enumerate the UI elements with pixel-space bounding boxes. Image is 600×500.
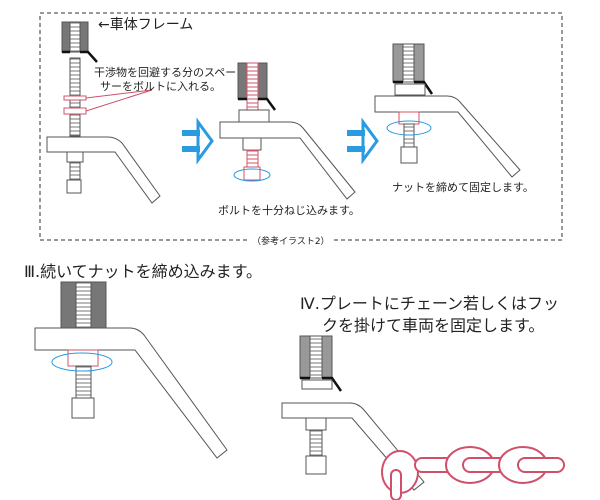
figure-nut-tighten — [374, 43, 521, 178]
figure-step3 — [34, 281, 228, 459]
frame-label: ←車体フレーム — [98, 17, 194, 33]
step4-title-line1: Ⅳ.プレートにチェーン若しくはフッ — [300, 294, 560, 313]
next-arrow-1 — [182, 117, 214, 165]
step-nut-text: ナットを締めて固定します。 — [392, 181, 534, 194]
spacer-note-line1: 干渉物を回避する分のスペー — [94, 66, 237, 79]
chain — [381, 446, 565, 500]
caption: （参考イラスト2） — [250, 234, 332, 247]
figure-bolt-screw-in — [219, 62, 356, 200]
step-bolt-text: ボルトを十分ねじ込みます。 — [218, 204, 360, 217]
step4-title-line2: クを掛けて車両を固定します。 — [322, 316, 545, 335]
spacer-note-line2: サーをボルトに入れる。 — [100, 80, 221, 93]
next-arrow-2 — [347, 117, 379, 165]
figure-spacer — [46, 21, 161, 204]
step3-title: Ⅲ.続いてナットを締め込みます。 — [24, 262, 263, 281]
